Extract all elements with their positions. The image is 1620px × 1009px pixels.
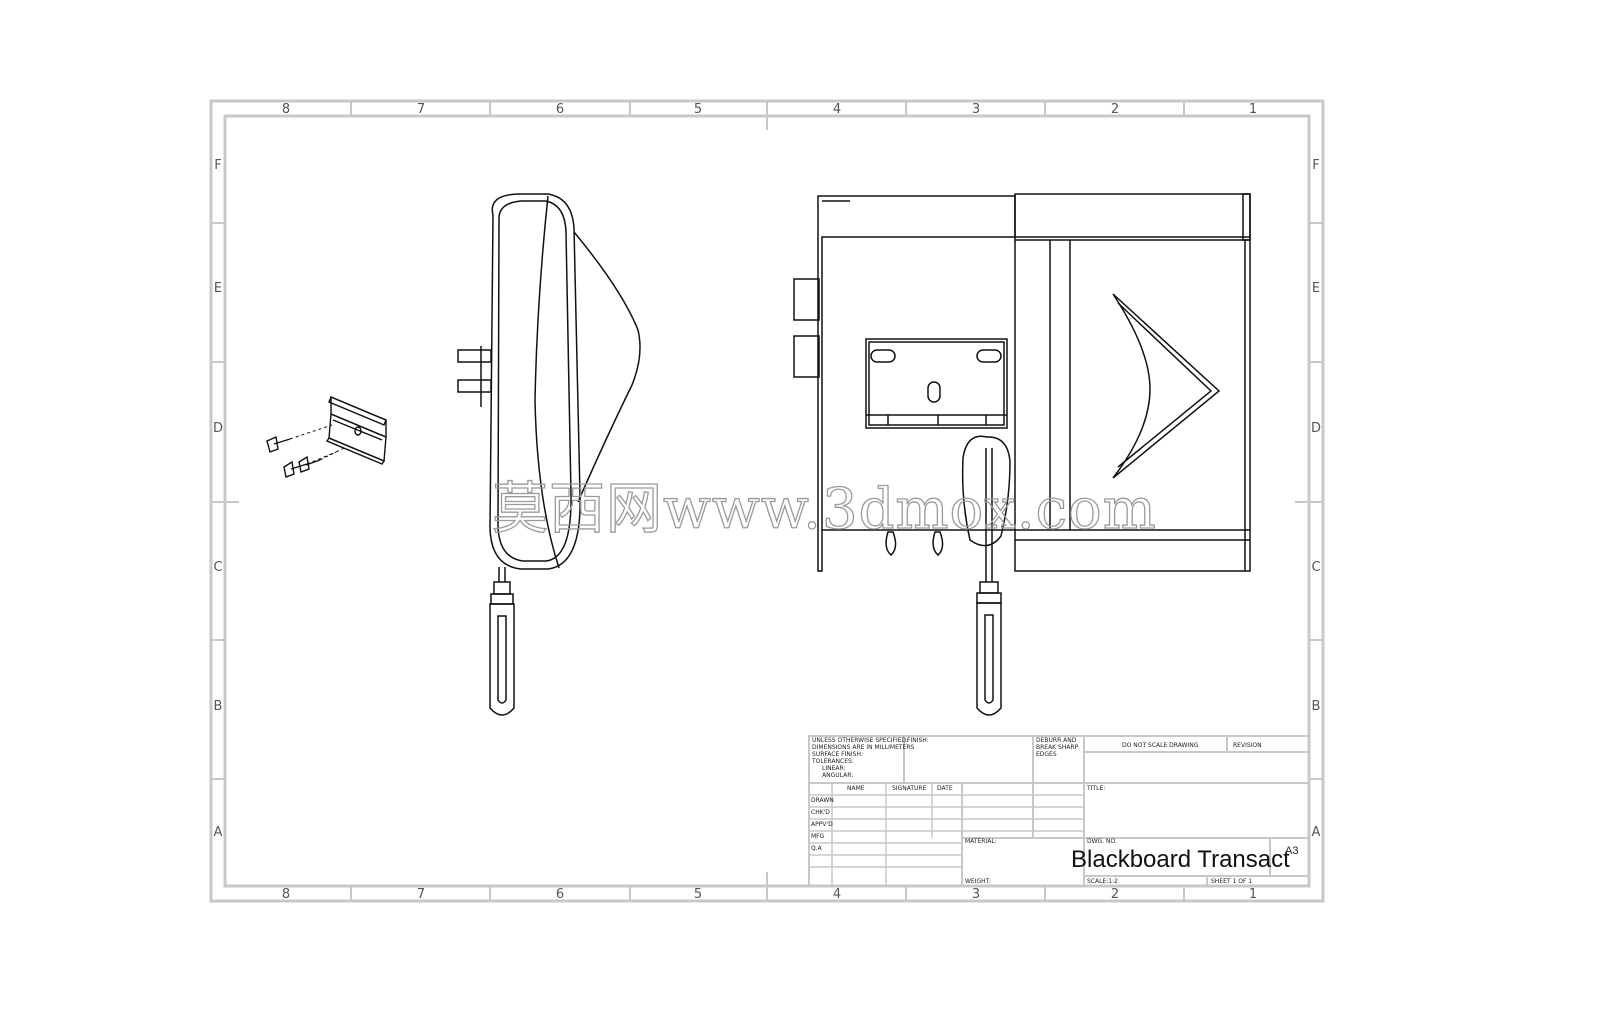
top-zone-label: 3 bbox=[972, 102, 980, 117]
housing-face bbox=[534, 195, 560, 569]
housing-outline bbox=[489, 193, 581, 570]
wall-bracket bbox=[325, 395, 387, 465]
main-body bbox=[817, 193, 1251, 572]
top-zone-label: 8 bbox=[282, 102, 290, 117]
revision-label: REVISION bbox=[1233, 742, 1262, 749]
assembly-lines bbox=[289, 424, 347, 465]
do-not-scale-note: DO NOT SCALE DRAWING bbox=[1122, 742, 1199, 749]
bottom-zone-label: 3 bbox=[972, 887, 980, 902]
right-zone-label: B bbox=[1312, 699, 1321, 714]
left-zone-label: F bbox=[214, 158, 221, 173]
front-view bbox=[793, 193, 1251, 716]
row-approved: APPV'D bbox=[811, 821, 833, 828]
weight-label: WEIGHT: bbox=[965, 878, 991, 885]
finish-label: FINISH: bbox=[907, 737, 929, 744]
screwdriver-front bbox=[961, 435, 1011, 716]
material-label: MATERIAL: bbox=[965, 838, 997, 845]
note-surface-finish: SURFACE FINISH: bbox=[812, 751, 863, 758]
left-zone-label: E bbox=[214, 281, 222, 296]
right-zone-label: A bbox=[1312, 825, 1321, 840]
deburr-note-2: BREAK SHARP bbox=[1036, 744, 1079, 751]
mounting-screws bbox=[266, 435, 321, 478]
right-zone-label: C bbox=[1311, 560, 1320, 575]
right-zone-label: F bbox=[1312, 158, 1319, 173]
left-zone-label: D bbox=[213, 421, 223, 436]
sheet-size: A3 bbox=[1285, 845, 1298, 857]
top-zone-label: 5 bbox=[694, 102, 702, 117]
col-signature-header: SIGNATURE bbox=[892, 785, 927, 792]
bottom-zone-label: 6 bbox=[556, 887, 564, 902]
mount-tabs bbox=[457, 346, 492, 407]
left-zone-label: A bbox=[214, 825, 223, 840]
right-zone-label: E bbox=[1312, 281, 1320, 296]
right-zone-label: D bbox=[1311, 421, 1321, 436]
bottom-zone-label: 2 bbox=[1111, 887, 1119, 902]
keyhole-slots bbox=[885, 531, 944, 556]
exploded-bracket-view bbox=[266, 395, 387, 478]
arrow-emblem bbox=[1112, 293, 1221, 479]
row-qa: Q.A bbox=[811, 845, 823, 852]
note-dimensions: DIMENSIONS ARE IN MILLIMETERS bbox=[812, 744, 914, 751]
bottom-zone-label: 1 bbox=[1249, 887, 1257, 902]
bottom-zone-label: 8 bbox=[282, 887, 290, 902]
col-date-header: DATE bbox=[937, 785, 953, 792]
bottom-zone-label: 7 bbox=[417, 887, 425, 902]
top-zone-label: 6 bbox=[556, 102, 564, 117]
title-block: UNLESS OTHERWISE SPECIFIED: DIMENSIONS A… bbox=[808, 735, 1310, 887]
sheet-number-label: SHEET 1 OF 1 bbox=[1211, 878, 1252, 885]
top-zone-label: 4 bbox=[833, 102, 841, 117]
note-unless-specified: UNLESS OTHERWISE SPECIFIED: bbox=[812, 737, 908, 744]
deburr-note-1: DEBURR AND bbox=[1036, 737, 1077, 744]
mounting-plate bbox=[865, 338, 1008, 429]
row-checked: CHK'D bbox=[811, 809, 830, 816]
deburr-note-3: EDGES bbox=[1036, 751, 1057, 758]
row-mfg: MFG bbox=[811, 833, 825, 840]
title-label: TITLE: bbox=[1086, 785, 1105, 792]
note-tolerances: TOLERANCES: bbox=[811, 758, 854, 765]
top-zone-label: 7 bbox=[417, 102, 425, 117]
screwdriver-side bbox=[489, 567, 515, 716]
housing-inner-edge bbox=[497, 200, 572, 562]
dwg-no-label: DWG. NO. bbox=[1087, 838, 1117, 845]
watermark-text: 莫西网www.3dmox.com bbox=[492, 477, 1157, 542]
row-drawn: DRAWN bbox=[811, 797, 834, 804]
note-angular: ANGULAR: bbox=[822, 772, 853, 779]
note-linear: LINEAR: bbox=[822, 765, 846, 772]
left-zone-label: C bbox=[213, 560, 222, 575]
zone-ticks bbox=[211, 101, 1323, 901]
side-lugs bbox=[793, 278, 820, 378]
top-zone-label: 1 bbox=[1249, 102, 1257, 117]
bottom-zone-label: 5 bbox=[694, 887, 702, 902]
top-zone-label: 2 bbox=[1111, 102, 1119, 117]
left-zone-label: B bbox=[214, 699, 223, 714]
general-notes: UNLESS OTHERWISE SPECIFIED: DIMENSIONS A… bbox=[811, 737, 914, 779]
drawing-title: Blackboard Transact bbox=[1071, 846, 1290, 873]
col-name-header: NAME bbox=[847, 785, 865, 792]
bottom-zone-label: 4 bbox=[833, 887, 841, 902]
side-view bbox=[457, 193, 641, 716]
scale-label: SCALE:1:2 bbox=[1087, 878, 1118, 885]
housing-rear-surface bbox=[573, 231, 641, 503]
